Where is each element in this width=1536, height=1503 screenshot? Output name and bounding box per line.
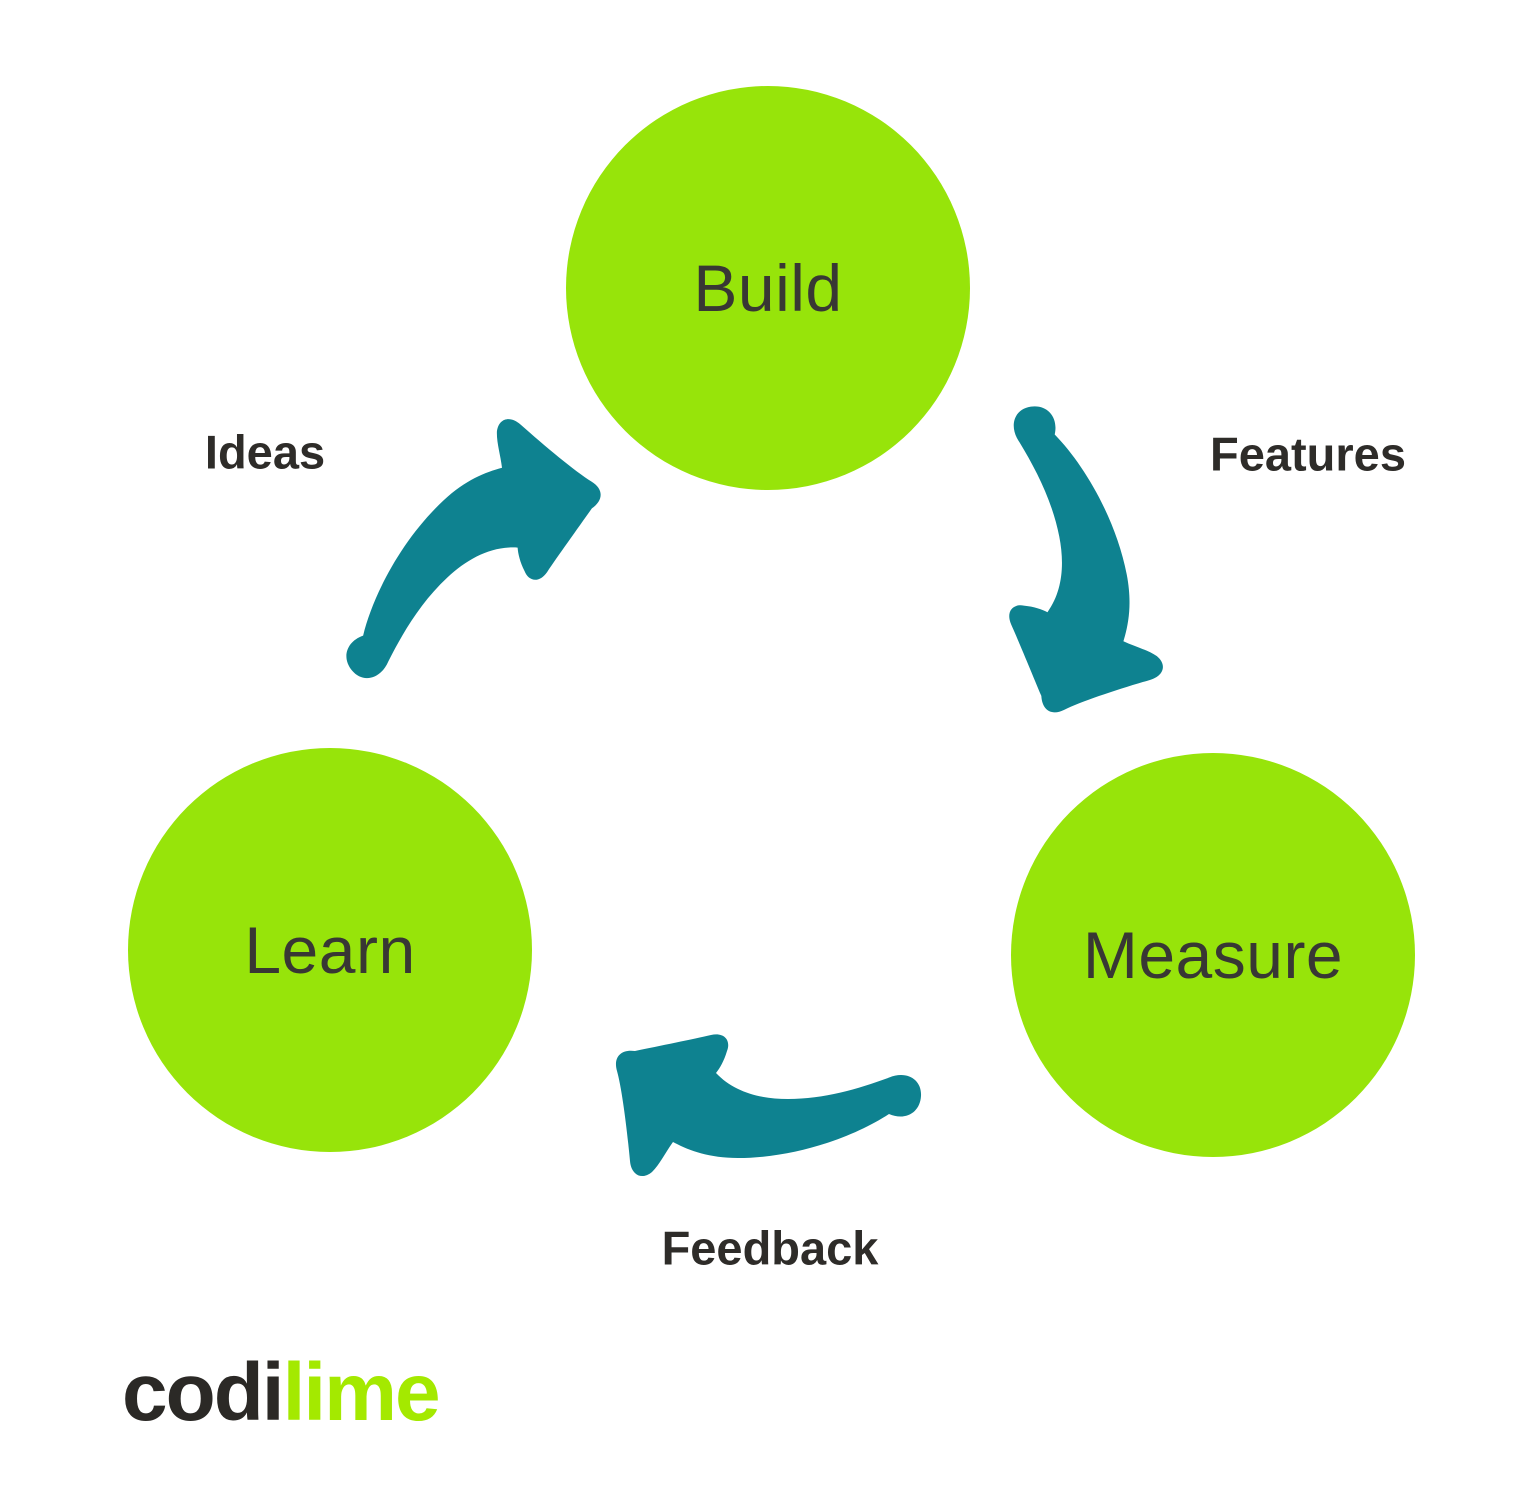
label-feedback: Feedback xyxy=(661,1221,879,1275)
node-measure-label: Measure xyxy=(1082,918,1344,992)
label-features: Features xyxy=(1210,427,1406,481)
node-measure: Measure xyxy=(1011,753,1415,1157)
node-build-label: Build xyxy=(693,251,843,325)
node-learn-label: Learn xyxy=(244,913,416,987)
logo-text-lime: lime xyxy=(282,1347,441,1438)
arrow-ideas-learn-to-build xyxy=(297,403,618,716)
arrow-features-build-to-measure xyxy=(970,391,1168,718)
node-build: Build xyxy=(566,86,970,490)
arrow-feedback-measure-to-learn xyxy=(615,1034,922,1177)
codilime-logo: codilime xyxy=(122,1346,441,1440)
logo-text-codi: codi xyxy=(122,1347,285,1438)
label-ideas: Ideas xyxy=(204,425,326,479)
node-learn: Learn xyxy=(128,748,532,1152)
